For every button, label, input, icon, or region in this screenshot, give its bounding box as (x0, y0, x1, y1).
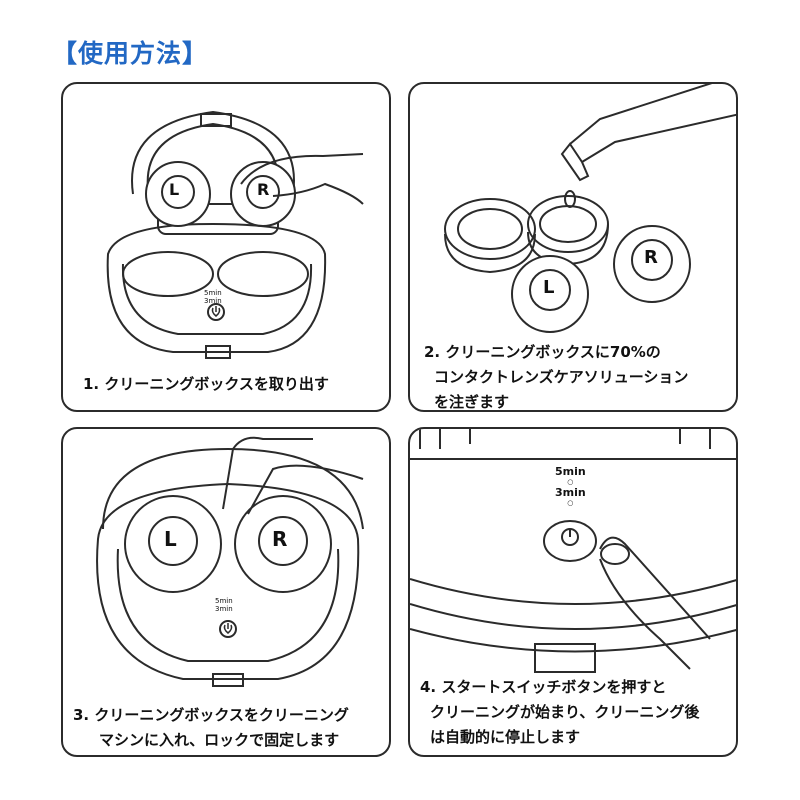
timer-label-group: 5min ○ 3min ○ (555, 465, 586, 507)
timer-indicator-dot-2: ○ (567, 499, 574, 507)
step-1-caption: 1. クリーニングボックスを取り出す (83, 372, 329, 397)
page-title: 【使用方法】 (52, 39, 209, 68)
case-label-right: R (272, 527, 288, 551)
cap-label-right: R (644, 247, 658, 268)
timer-label-3min: 3min (204, 297, 222, 305)
step-3-line-2: マシンに入れ、ロックで固定します (99, 731, 340, 749)
timer-label-3min: 3min (555, 486, 586, 499)
step-2-line-3: を注ぎます (434, 393, 510, 411)
timer-indicator-dot-1: ○ (567, 478, 574, 486)
step-2-line-2: コンタクトレンズケアソリューション (434, 368, 689, 386)
step-3-illustration (96, 436, 364, 687)
step-2-caption: 2. クリーニングボックスに70%の コンタクトレンズケアソリューション を注ぎ… (424, 340, 689, 411)
step-2-illustration (444, 84, 736, 333)
step-panel-1: L R 5min 3min 1. クリーニングボックスを取り出す (61, 82, 391, 412)
step-panel-3: L R 5min 3min 3. クリーニングボックスをクリーニング マシンに入… (61, 427, 391, 757)
timer-label-5min: 5min (204, 289, 222, 297)
cap-label-left: L (543, 277, 555, 298)
case-label-left: L (164, 527, 177, 551)
case-label-left: L (169, 180, 180, 199)
step-2-line-1: 2. クリーニングボックスに70%の (424, 343, 661, 361)
step-4-line-2: クリーニングが始まり、クリーニング後 (430, 703, 700, 721)
timer-label-3min: 3min (215, 605, 233, 613)
timer-label-group: 5min 3min (204, 289, 222, 305)
step-3-caption: 3. クリーニングボックスをクリーニング マシンに入れ、ロックで固定します (73, 703, 349, 753)
step-4-line-1: 4. スタートスイッチボタンを押すと (420, 678, 667, 696)
step-panel-4: 5min ○ 3min ○ 4. スタートスイッチボタンを押すと クリーニングが… (408, 427, 738, 757)
step-1-line-1: 1. クリーニングボックスを取り出す (83, 375, 329, 393)
timer-label-5min: 5min (215, 597, 233, 605)
case-label-right: R (257, 180, 270, 199)
step-4-line-3: は自動的に停止します (430, 728, 581, 746)
step-4-illustration (410, 429, 736, 673)
timer-label-group: 5min 3min (215, 597, 233, 613)
step-1-illustration (106, 110, 364, 359)
step-panel-2: L R 2. クリーニングボックスに70%の コンタクトレンズケアソリューション… (408, 82, 738, 412)
timer-label-5min: 5min (555, 465, 586, 478)
step-3-line-1: 3. クリーニングボックスをクリーニング (73, 706, 349, 724)
step-4-caption: 4. スタートスイッチボタンを押すと クリーニングが始まり、クリーニング後 は自… (420, 675, 700, 750)
